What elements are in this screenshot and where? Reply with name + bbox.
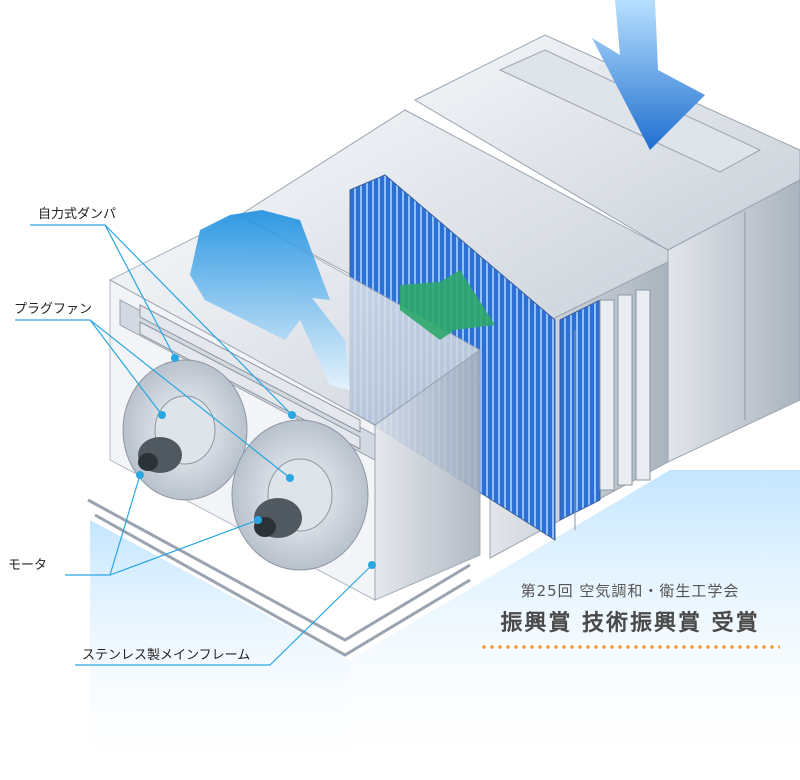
coil-section [239, 109, 669, 559]
label-frame: ステンレス製メインフレーム [82, 648, 251, 663]
award-dotted-underline [480, 645, 780, 649]
header-pipes [599, 289, 651, 491]
label-motor: モータ [8, 558, 48, 573]
plug-fan-2 [231, 419, 369, 571]
arrow-supply [190, 210, 350, 390]
label-damper: 自力式ダンパ [38, 207, 117, 222]
floor-glow [90, 470, 800, 780]
base-frame [87, 498, 471, 657]
arrow-intake [592, 0, 705, 150]
label-plug-fan: プラグファン [14, 302, 93, 317]
arrow-coil-flow [400, 270, 495, 340]
leader-points [136, 354, 376, 569]
award-society: 第25回 空気調和・衛生工学会 [520, 582, 740, 600]
award-title: 振興賞 技術振興賞 受賞 [500, 611, 760, 636]
damper-blades [139, 304, 361, 450]
motor-1 [138, 437, 182, 473]
award-block: 第25回 空気調和・衛生工学会 振興賞 技術振興賞 受賞 [470, 580, 790, 649]
leader-lines [15, 224, 373, 666]
